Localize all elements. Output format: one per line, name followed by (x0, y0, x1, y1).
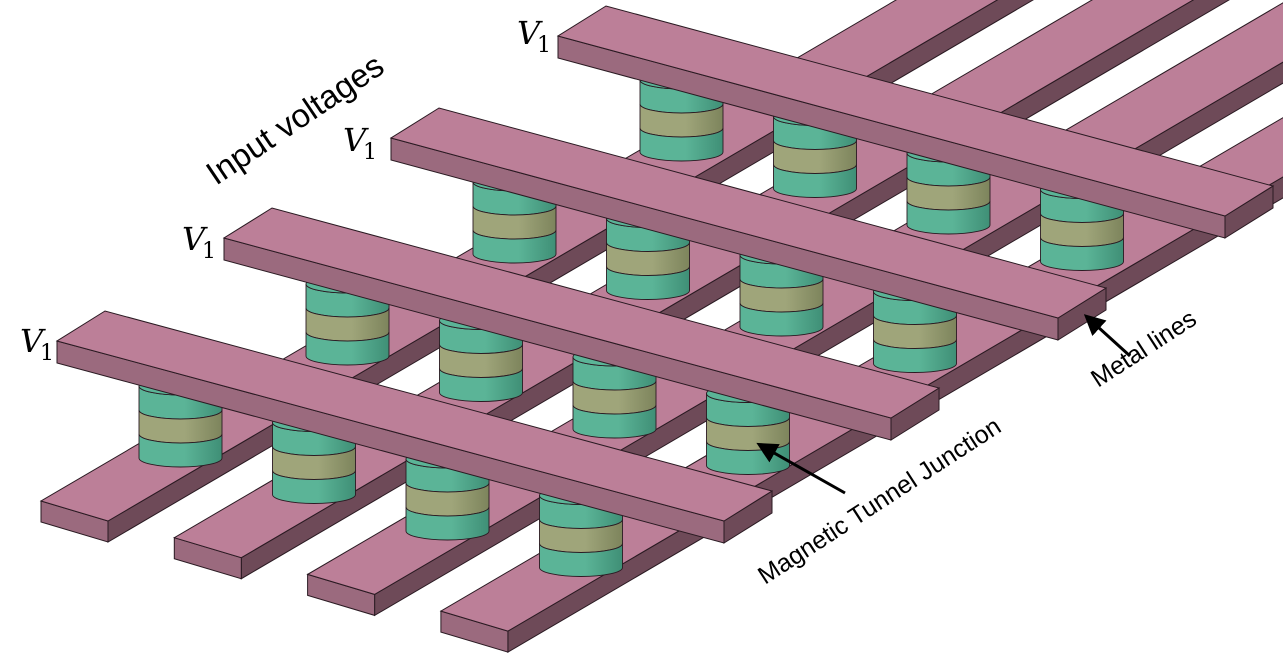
metal-lines-arrow (1083, 314, 1132, 358)
top-metal-line (222, 207, 941, 441)
mtj-fixed-layer (906, 200, 991, 235)
top-line-top-face (389, 107, 1108, 319)
mtj-fixed-layer (539, 543, 623, 577)
input-voltages-label-group: Input voltages (199, 46, 390, 192)
top-metal-line (389, 107, 1108, 341)
top-line-top-face (55, 310, 774, 522)
mtj-fixed-layer (873, 339, 957, 373)
voltage-subscript: 1 (202, 239, 216, 264)
mtj-fixed-layer (1040, 237, 1124, 271)
top-metal-rows (55, 5, 1275, 577)
crossbar-row (222, 207, 941, 475)
top-metal-line (556, 5, 1275, 239)
voltage-symbol: V (20, 322, 46, 360)
mtj-fixed-layer (639, 127, 724, 162)
top-line-top-face (556, 5, 1275, 217)
voltage-symbol: V (517, 14, 543, 52)
mtj-fixed-layer (606, 266, 690, 300)
mtj-fixed-layer (405, 506, 490, 541)
mtj-fixed-layer (739, 302, 824, 337)
voltage-symbol: V (343, 121, 369, 159)
mtj-fixed-layer (138, 433, 223, 468)
voltage-subscript: 1 (363, 140, 377, 165)
mtj-fixed-layer (572, 404, 657, 439)
row-voltage-label: V1 (517, 14, 551, 58)
mtj-arrow (756, 442, 846, 495)
mtj-fixed-layer (773, 164, 857, 198)
input-voltages-label: Input voltages (199, 46, 390, 192)
row-voltage-label: V1 (20, 322, 54, 366)
crossbar-row (389, 107, 1108, 373)
top-metal-line (55, 310, 774, 544)
crossbar-row (556, 5, 1275, 271)
metal-lines-annotation: Metal lines (1083, 304, 1201, 393)
voltage-symbol: V (182, 220, 208, 258)
mtj-fixed-layer (305, 331, 390, 366)
voltage-subscript: 1 (537, 33, 551, 58)
top-line-top-face (222, 207, 941, 419)
voltage-subscript: 1 (40, 341, 54, 366)
row-voltage-label: V1 (182, 220, 216, 264)
mtj-fixed-layer (439, 368, 523, 402)
row-voltage-label: V1 (343, 121, 377, 165)
mtj-fixed-layer (472, 229, 557, 264)
mtj-fixed-layer (272, 470, 356, 504)
crossbar-row (55, 310, 774, 577)
metal-lines-label: Metal lines (1086, 304, 1201, 393)
